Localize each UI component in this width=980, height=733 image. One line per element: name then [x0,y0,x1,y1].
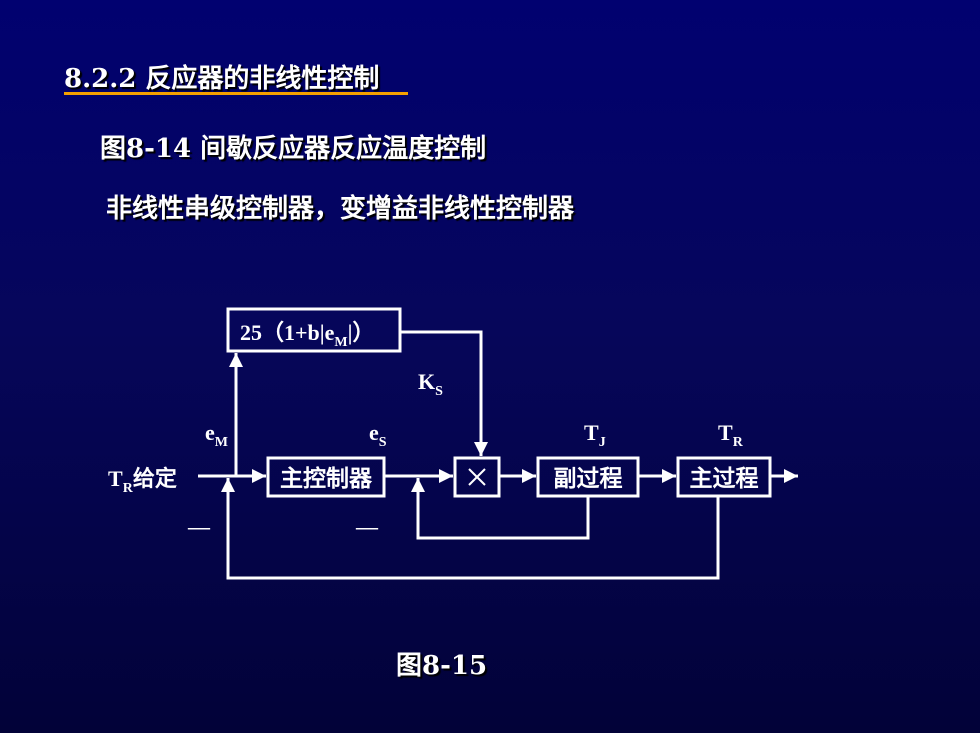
tj-label: TJ [584,420,606,450]
minus-sign-inner: — [355,514,379,539]
heading-underline [64,92,408,95]
input-label: TR给定 [108,466,177,496]
outer-feedback-line [221,478,720,580]
multiplier-cross-icon [468,468,486,486]
inner-feedback-line [411,478,590,540]
gain-block-label: 25（1+b|eM|） [240,320,374,350]
es-label: eS [369,420,387,450]
figure-caption: 图8-15 [396,651,488,681]
main-controller-label: 主控制器 [280,465,373,492]
main-process-label: 主过程 [690,465,759,492]
controller-description: 非线性串级控制器，变增益非线性控制器 [106,194,575,224]
section-heading: 8.2.2 反应器的非线性控制 [64,64,380,94]
gain-block [226,307,402,353]
ks-signal-line [400,330,488,456]
sub-process-label: 副过程 [554,465,623,492]
tr-label: TR [718,420,744,450]
em-label: eM [205,420,228,450]
figure-title-8-14: 图8-14 间歇反应器反应温度控制 [100,134,487,164]
minus-sign-outer: — [187,514,211,539]
ks-label: KS [418,369,443,399]
